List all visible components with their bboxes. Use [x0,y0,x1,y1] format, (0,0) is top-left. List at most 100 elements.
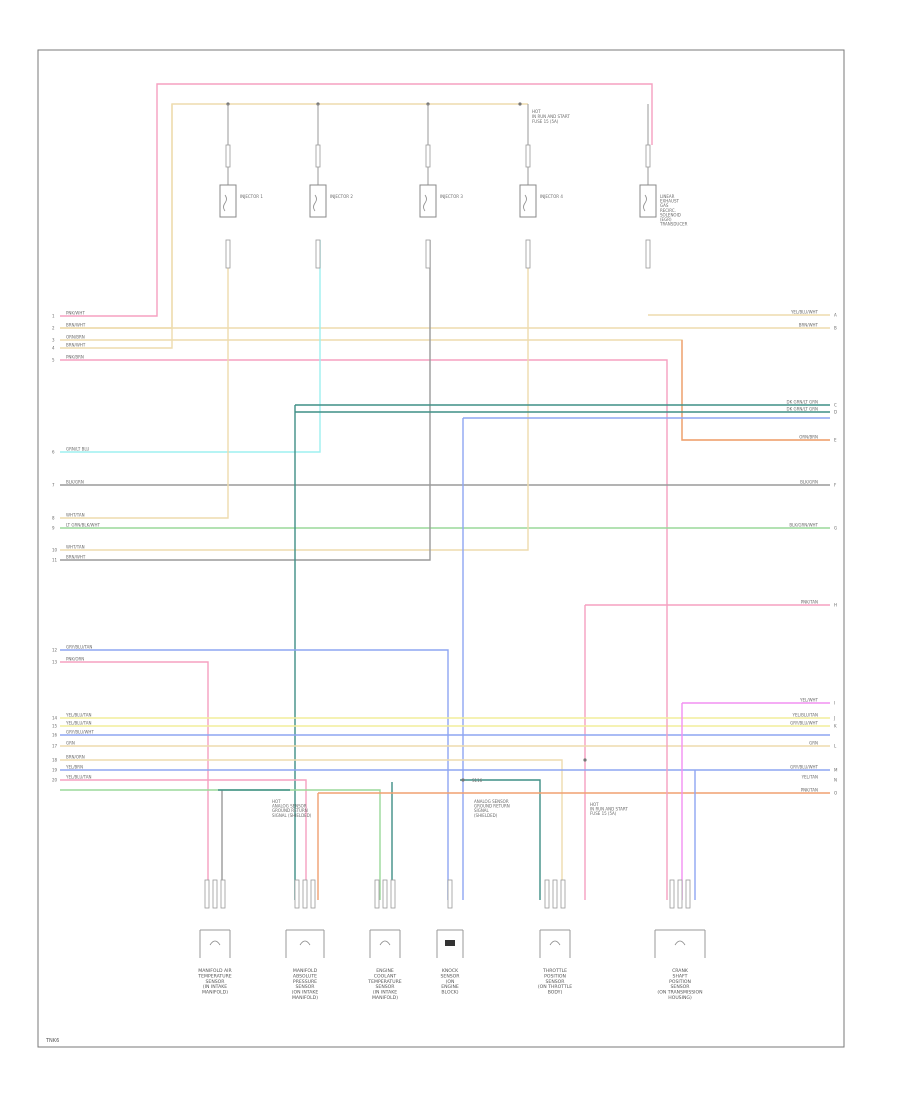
left-pin: 16 [52,733,58,738]
left-pin: 18 [52,758,58,763]
left-pin: 13 [52,660,58,665]
wire-11 [60,240,229,519]
right-pin: J [833,716,835,721]
left-wire-9: 9LT GRN/BLK/WHT [52,523,101,531]
left-wire-label: GRY/BLU/TAN [66,645,92,650]
right-wire-12: GRN L [809,741,837,749]
injector-2: INJECTOR 2 [309,104,353,269]
splice-dot [461,778,465,782]
left-wire-label: PNK/BRN [66,355,84,360]
splice-dot [583,758,587,762]
wire-8 [60,359,668,720]
page-code: TNK6 [45,1038,59,1044]
left-wire-2: 2 BRN/WHT [52,323,86,331]
right-pin: O [834,791,837,796]
left-wire-label: YEL/BLU/TAN [65,713,91,718]
left-wire-1: 1 PNK/WHT [52,311,85,319]
right-pin: E [834,438,837,443]
right-wire-label: GRY/BLU/WHT [790,721,818,726]
left-wire-11: 11 BRN/WHT [52,555,86,563]
left-pin: 15 [52,724,58,729]
left-pin: 2 [52,326,55,331]
relays-layer: INJECTOR 1 INJECTOR 2 INJECTOR 3 INJECTOR 4… [219,104,688,269]
left-wire-label: GRN/LT BLU [66,447,89,452]
right-wire-label: YEL/BLU/TAN [792,713,818,718]
right-wire-label: GRN [809,741,818,746]
left-wire-14: 14 YEL/BLU/TAN [52,713,91,721]
right-pin: B [834,326,837,331]
left-pin: 20 [52,778,58,783]
wire-14 [60,240,431,561]
right-pin: F [834,483,837,488]
left-pin: 1 [52,314,55,319]
injector-label-1: INJECTOR 1 [240,194,263,199]
right-pin: K [834,724,837,729]
left-wire-label: ORN/BRN [66,335,85,340]
wire-33 [460,779,541,900]
left-wire-label: LT GRN/BLK/WHT [66,523,101,528]
right-wire-label: GRY/BLU/WHT [790,765,818,770]
wire-2 [60,103,528,329]
right-wire-label: DK GRN/LT GRN [787,407,818,412]
right-pin: L [834,744,837,749]
right-pin: G [834,526,837,531]
left-wire-label: BRN/WHT [66,555,86,560]
right-pin: A [834,313,837,318]
left-wire-label: GRN [66,741,75,746]
wire-9 [60,240,321,453]
wires-layer [60,83,830,900]
right-wire-13: GRY/BLU/WHT M [790,765,838,773]
left-pin: 11 [52,558,58,563]
right-pin: C [834,403,837,408]
left-wire-label: PNK/WHT [66,311,85,316]
left-wire-label: BRN/WHT [66,323,86,328]
left-pin: 4 [52,346,55,351]
wire-22 [60,649,449,900]
right-wire-10: YEL/BLU/TAN J [792,713,836,721]
wire-30 [60,779,307,900]
wire-1 [60,83,653,317]
wire-3 [60,339,830,441]
injector-label-4: INJECTOR 4 [540,194,563,199]
left-wire-label: WHT/TAN [66,545,85,550]
injector-label-3: INJECTOR 3 [440,194,463,199]
wire-31 [60,789,381,900]
right-pin: M [834,768,838,773]
right-wire-15: PNK/TAN O [801,788,837,796]
left-wire-3: 3 ORN/BRN [52,335,85,343]
left-pin: 14 [52,716,58,721]
left-wire-label: PNK/ORN [66,657,84,662]
splice-dot [518,102,522,106]
left-pin: 3 [52,338,55,343]
right-wire-label: PNK/TAN [801,788,818,793]
left-pin: 12 [52,648,58,653]
right-wire-label: YEL/TAN [801,775,818,780]
